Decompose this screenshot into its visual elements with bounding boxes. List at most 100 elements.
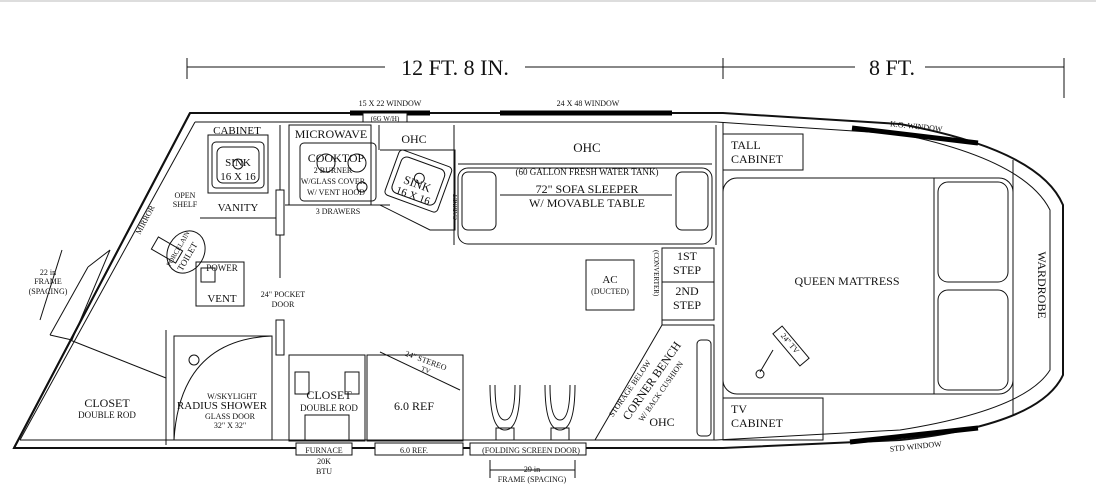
- svg-text:72" SOFA SLEEPER: 72" SOFA SLEEPER: [536, 182, 639, 196]
- ohc-kitchen-label: OHC: [401, 132, 426, 146]
- svg-text:OHC: OHC: [649, 415, 674, 429]
- svg-text:(SPACING): (SPACING): [29, 287, 68, 296]
- folding-door-label: (FOLDING SCREEN DOOR): [482, 446, 580, 455]
- toilet: PORCELAIN TOILET: [150, 230, 206, 274]
- window-15x22-label: 15 X 22 WINDOW: [359, 99, 422, 108]
- furnace-btu-2: BTU: [316, 467, 332, 476]
- kitchen-counter: [379, 149, 456, 231]
- svg-text:AC: AC: [602, 274, 617, 286]
- svg-text:W/ MOVABLE TABLE: W/ MOVABLE TABLE: [529, 196, 645, 210]
- furnace-btu-1: 20K: [317, 457, 331, 466]
- ac-ducted: AC (DUCTED): [585, 259, 635, 311]
- ref-box-label: 6.0 REF.: [400, 446, 428, 455]
- svg-text:2 BURNER: 2 BURNER: [314, 166, 353, 175]
- kitchen-sink: SINK 16 X 16: [384, 149, 453, 213]
- pocket-door-label: 24" POCKET: [261, 290, 305, 299]
- furnace-box: [295, 442, 353, 456]
- wardrobe-label: WARDROBE: [1035, 251, 1049, 318]
- svg-text:22 in: 22 in: [40, 268, 56, 277]
- converter-label: (CONVERTER): [652, 250, 660, 297]
- sofa-sleeper: 72" SOFA SLEEPER W/ MOVABLE TABLE: [457, 167, 713, 245]
- tall-cabinet: TALL CABINET: [722, 133, 804, 171]
- pocket-door-label-2: DOOR: [272, 300, 295, 309]
- svg-text:VENT: VENT: [207, 293, 237, 305]
- furnace-unit: [304, 414, 350, 442]
- bath-cabinet: CABINET: [207, 125, 269, 194]
- svg-text:29 in: 29 in: [524, 465, 540, 474]
- svg-text:COOKTOP: COOKTOP: [308, 151, 365, 165]
- closet-mid-rod: DOUBLE ROD: [300, 403, 358, 413]
- cooktop: COOKTOP 2 BURNER W/GLASS COVER W/ VENT H…: [299, 142, 377, 202]
- svg-text:W/ VENT HOOD: W/ VENT HOOD: [307, 188, 365, 197]
- svg-text:GLASS DOOR: GLASS DOOR: [205, 412, 256, 421]
- window-std: [849, 425, 979, 445]
- steps: 1ST STEP 2ND STEP: [661, 247, 715, 321]
- power-vent: POWER VENT: [195, 261, 245, 307]
- bath-wall-post: [275, 189, 285, 236]
- corner-bench: STORAGE BELOW CORNER BENCH W/ BACK CUSHI…: [594, 324, 715, 441]
- shower-wall-post: [275, 319, 285, 356]
- length-rear-label: 8 FT.: [869, 55, 915, 80]
- dimension-line-front: 12 FT. 8 IN.: [186, 55, 724, 80]
- ref-box: [374, 442, 464, 456]
- rod-holder-right: [344, 371, 360, 395]
- svg-text:STEP: STEP: [673, 298, 701, 312]
- three-drawers-label: 3 DRAWERS: [316, 207, 360, 216]
- window-6g-box: [362, 112, 408, 123]
- mirror-label: MIRROR: [134, 203, 157, 236]
- svg-text:MICROWAVE: MICROWAVE: [295, 127, 367, 141]
- cabinet-side-label: CABINET: [453, 194, 459, 220]
- trailer-nose-inner: [19, 121, 196, 441]
- window-6g-label: (6G W/H): [371, 115, 400, 123]
- svg-text:32" X 32": 32" X 32": [214, 421, 246, 430]
- open-shelf-label: OPEN: [175, 191, 196, 200]
- trailer-inner-wall: [20, 121, 1051, 441]
- ohc-main-label: OHC: [573, 140, 600, 155]
- svg-text:FRAME: FRAME: [34, 277, 62, 286]
- svg-text:(DUCTED): (DUCTED): [591, 287, 629, 296]
- length-front-label: 12 FT. 8 IN.: [401, 55, 509, 80]
- frame-spacing-left: 22 in FRAME (SPACING): [29, 249, 111, 341]
- trailer-nose-wall: [13, 112, 191, 449]
- svg-text:SINK: SINK: [225, 157, 251, 169]
- stereo-tv-label-2: TV: [420, 365, 432, 376]
- svg-text:1ST: 1ST: [677, 249, 698, 263]
- svg-text:CABINET: CABINET: [731, 416, 784, 430]
- furnace-label: FURNACE: [305, 446, 342, 455]
- svg-text:6.0 REF: 6.0 REF: [394, 399, 434, 413]
- window-std-label: STD WINDOW: [889, 439, 942, 453]
- window-ko: [851, 125, 979, 146]
- dimension-line-rear: 8 FT.: [723, 55, 1065, 98]
- svg-text:W/GLASS COVER: W/GLASS COVER: [301, 177, 366, 186]
- entry-chairs: [489, 384, 576, 441]
- closet-left-label: CLOSET: [84, 396, 130, 410]
- refrigerator: 6.0 REF: [366, 351, 464, 442]
- svg-text:POWER: POWER: [206, 263, 238, 273]
- trailer-outline: [12, 112, 1064, 449]
- svg-text:CABINET: CABINET: [213, 125, 261, 137]
- svg-text:W/SKYLIGHT: W/SKYLIGHT: [207, 392, 257, 401]
- tv-gooseneck: 24" TV: [755, 325, 810, 379]
- svg-text:STEP: STEP: [673, 263, 701, 277]
- svg-text:24" TV: 24" TV: [779, 331, 801, 355]
- closet-left-wall: [69, 339, 167, 379]
- closet-left-rod: DOUBLE ROD: [78, 410, 136, 420]
- closet-mid-label: CLOSET: [306, 388, 352, 402]
- queen-mattress: QUEEN MATTRESS: [722, 177, 1014, 395]
- svg-text:CABINET: CABINET: [731, 152, 784, 166]
- vanity-label: VANITY: [218, 202, 259, 214]
- svg-text:TV: TV: [731, 402, 747, 416]
- open-shelf-label-2: SHELF: [173, 200, 198, 209]
- radius-shower: W/SKYLIGHT RADIUS SHOWER GLASS DOOR 32" …: [173, 335, 273, 441]
- svg-text:FRAME (SPACING): FRAME (SPACING): [498, 475, 567, 484]
- bath-sink: SINK 16 X 16: [211, 141, 265, 189]
- tv-cabinet: TV CABINET: [722, 397, 824, 441]
- fresh-water-label: (60 GALLON FRESH WATER TANK): [516, 167, 659, 177]
- window-24x48-label: 24 X 48 WINDOW: [557, 99, 620, 108]
- svg-text:16 X 16: 16 X 16: [220, 171, 256, 183]
- svg-text:TALL: TALL: [731, 138, 761, 152]
- rod-holder-left: [294, 371, 310, 395]
- svg-text:RADIUS SHOWER: RADIUS SHOWER: [177, 400, 268, 412]
- frame-spacing-bottom: 29 in FRAME (SPACING): [489, 460, 576, 484]
